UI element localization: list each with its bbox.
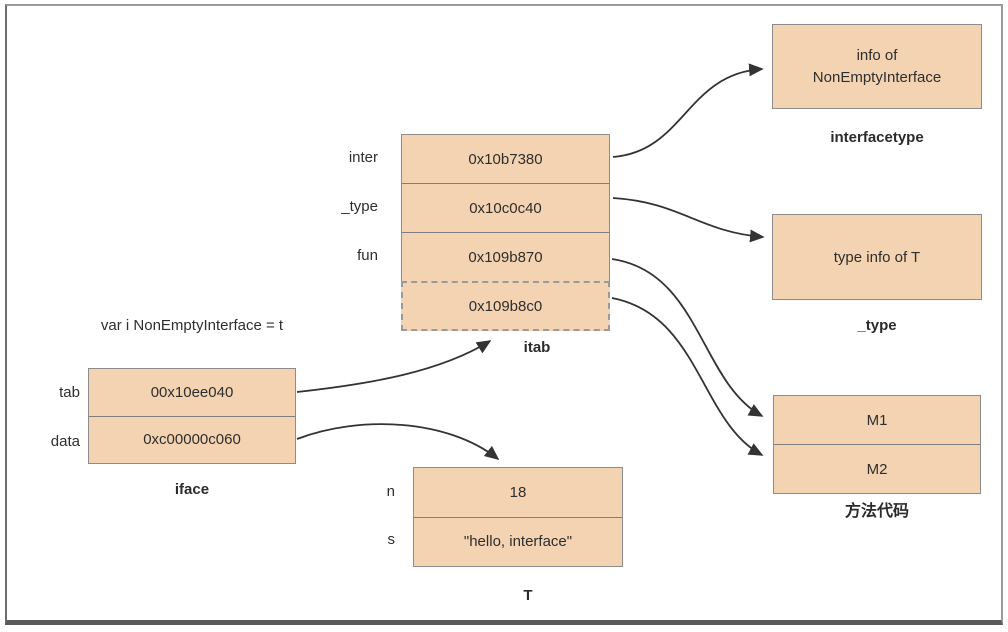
itab-field-type: _type — [341, 198, 378, 215]
interfacetype-line2: NonEmptyInterface — [812, 68, 942, 86]
typeinfo-box: type info of T — [772, 214, 982, 300]
method-m2: M2 — [774, 444, 980, 493]
methods-box: M1 M2 — [773, 395, 981, 494]
t-box: 18 "hello, interface" — [413, 467, 623, 567]
t-field-n: n — [386, 483, 395, 500]
itab-field-inter: inter — [348, 149, 378, 166]
itab-fun-value: 0x109b870 — [402, 232, 609, 281]
itab-inter-value: 0x10b7380 — [468, 150, 543, 168]
outer-frame — [5, 4, 1003, 625]
typeinfo-title: _type — [857, 317, 897, 334]
iface-field-tab: tab — [59, 384, 80, 401]
t-s-value: "hello, interface" — [414, 516, 622, 567]
itab-title: itab — [523, 339, 551, 356]
iface-box: 00x10ee040 0xc00000c060 — [88, 368, 296, 464]
iface-data-value: 0xc00000c060 — [89, 415, 295, 464]
itab-fun2-cell: 0x109b8c0 — [401, 281, 610, 331]
methods-title: 方法代码 — [844, 503, 909, 520]
iface-title: iface — [174, 481, 210, 498]
itab-field-fun: fun — [357, 247, 378, 264]
t-field-s: s — [387, 531, 396, 548]
t-title: T — [523, 587, 533, 604]
itab-type-value: 0x10c0c40 — [402, 183, 609, 232]
method-m1: M1 — [866, 411, 888, 429]
interfacetype-title: interfacetype — [830, 129, 924, 146]
interfacetype-line1: info of — [856, 46, 898, 64]
interfacetype-box: info of NonEmptyInterface — [772, 24, 982, 109]
code-annotation: var i NonEmptyInterface = t — [100, 317, 284, 334]
t-n-value: 18 — [509, 483, 527, 501]
itab-box: 0x10b7380 0x10c0c40 0x109b870 — [401, 134, 610, 281]
iface-field-data: data — [50, 433, 80, 450]
iface-tab-value: 00x10ee040 — [150, 383, 234, 401]
